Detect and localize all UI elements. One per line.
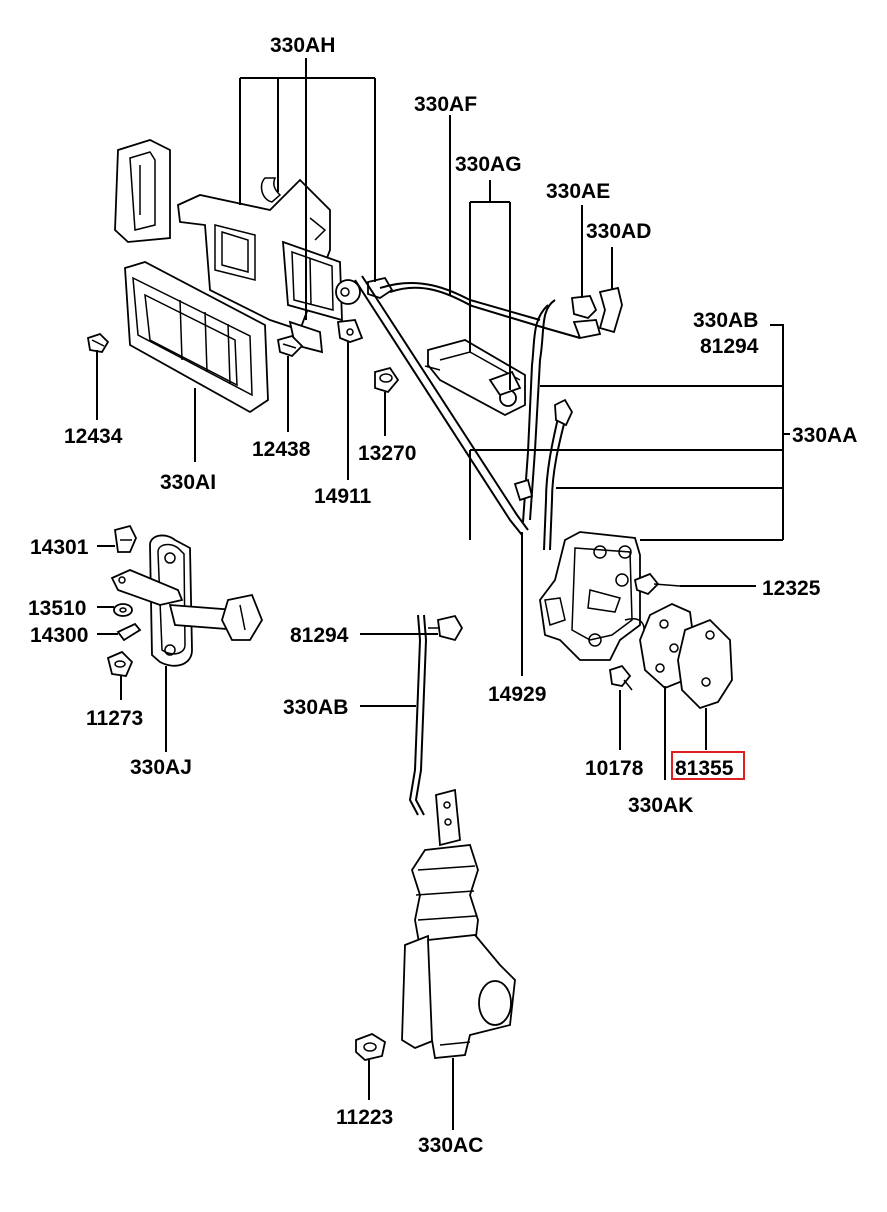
rod-14929 [354, 279, 523, 536]
rod-330AA-2 [549, 419, 566, 551]
shim-81355 [677, 618, 733, 710]
nut-11273 [106, 650, 134, 677]
door-latch-330AA [539, 531, 645, 661]
rod-330AB [408, 614, 422, 816]
label-12325[interactable]: 12325 [762, 577, 821, 600]
label-330AJ[interactable]: 330AJ [130, 756, 192, 779]
label-330AE[interactable]: 330AE [546, 180, 610, 203]
rod-14929-clip [513, 478, 534, 502]
clip-330AD [598, 286, 623, 334]
bolt-14300 [116, 622, 142, 642]
rod-14929-b [361, 275, 529, 531]
rod-330AB-b [414, 614, 428, 816]
label-14911[interactable]: 14911 [314, 485, 372, 508]
label-12434[interactable]: 12434 [64, 425, 123, 448]
screw-12325 [633, 572, 681, 596]
label-10178[interactable]: 10178 [585, 757, 644, 780]
rod-330AF [379, 281, 541, 321]
label-11223[interactable]: 11223 [336, 1106, 393, 1129]
clip-81294 [428, 614, 464, 642]
label-330AA[interactable]: 330AA [792, 424, 857, 447]
rod-330AA-1b [522, 304, 549, 523]
label-11273[interactable]: 11273 [86, 707, 143, 730]
rod-330AF-b [389, 286, 581, 339]
highlight-box-81355 [671, 751, 745, 780]
label-14301[interactable]: 14301 [30, 536, 89, 559]
bolt-14301 [114, 524, 137, 553]
screw-12434 [86, 332, 110, 353]
rod-clip [554, 398, 574, 427]
clip-330AE [570, 295, 602, 340]
washer-13510 [113, 603, 133, 617]
label-330AD[interactable]: 330AD [586, 220, 651, 243]
label-81294-top[interactable]: 81294 [700, 335, 759, 358]
label-330AC[interactable]: 330AC [418, 1134, 483, 1157]
lock-knob-330AG [424, 339, 526, 417]
label-330AB-mid[interactable]: 330AB [283, 696, 348, 719]
label-330AK[interactable]: 330AK [628, 794, 693, 817]
label-14300[interactable]: 14300 [30, 624, 88, 647]
inside-handle-bezel [124, 261, 269, 414]
handle-cover [114, 139, 171, 243]
label-330AI[interactable]: 330AI [160, 471, 216, 494]
clip-14911 [336, 319, 364, 343]
grommet-13270 [374, 366, 400, 394]
label-330AH[interactable]: 330AH [270, 34, 335, 57]
label-81294-mid[interactable]: 81294 [290, 624, 349, 647]
label-330AG[interactable]: 330AG [455, 153, 522, 176]
inside-handle-lever [177, 177, 361, 354]
rod-330AA-2b [543, 417, 559, 551]
rod-330AA-1 [529, 299, 556, 521]
label-81355[interactable]: 81355 [675, 757, 734, 780]
label-14929[interactable]: 14929 [488, 683, 546, 706]
bolt-11223 [355, 1033, 387, 1061]
screw-12438 [276, 334, 304, 358]
actuator-330AC [401, 788, 516, 1059]
door-check-330AJ [110, 534, 264, 667]
label-13270[interactable]: 13270 [358, 442, 416, 465]
label-330AF[interactable]: 330AF [414, 93, 477, 116]
label-13510[interactable]: 13510 [28, 597, 86, 620]
label-12438[interactable]: 12438 [252, 438, 311, 461]
screw-10178 [609, 664, 633, 691]
leader-330AB-81294 [770, 324, 784, 540]
label-330AB-top[interactable]: 330AB [693, 309, 758, 332]
